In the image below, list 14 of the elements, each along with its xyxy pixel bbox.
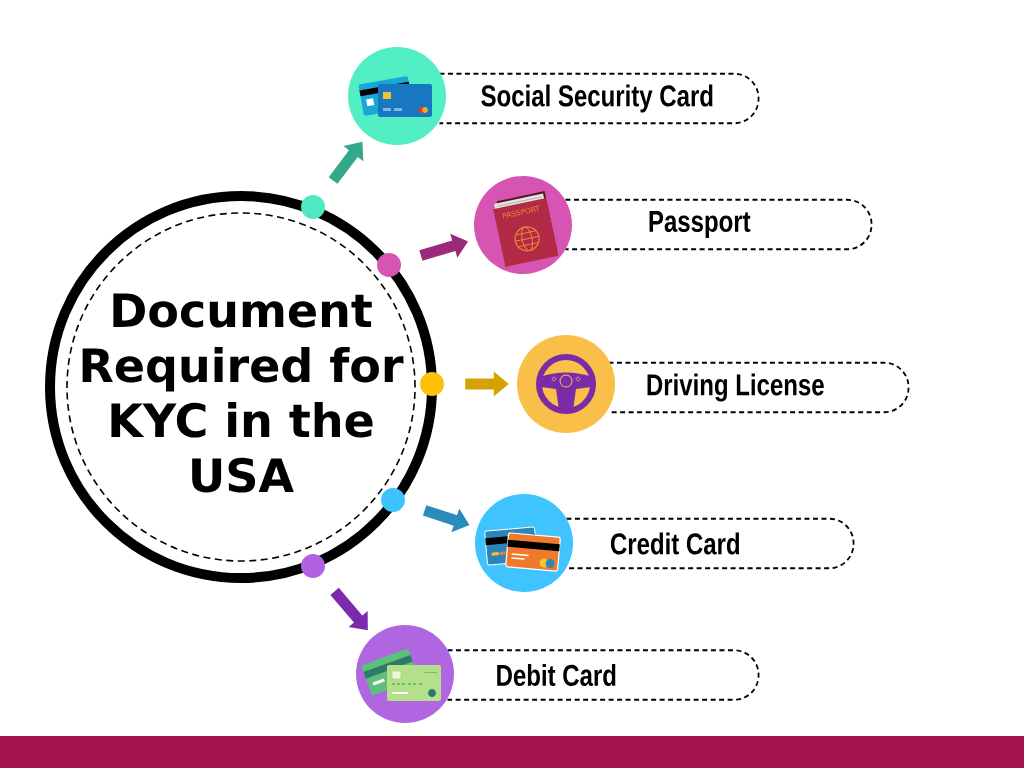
dot [377,253,401,277]
dot [420,372,444,396]
dot [301,195,325,219]
cards-picture [475,494,573,592]
steering-wheel-picture [517,335,615,433]
label-pill: Social Security Card [438,72,760,125]
label-pill: Driving License [607,361,910,414]
label-pill: Credit Card [565,517,855,570]
cards-picture [356,625,454,723]
label-pill: Passport [564,198,873,251]
passport-picture [474,176,572,274]
label-pill: Debit Card [446,649,760,701]
dot [301,554,325,578]
cards-picture [348,47,446,145]
